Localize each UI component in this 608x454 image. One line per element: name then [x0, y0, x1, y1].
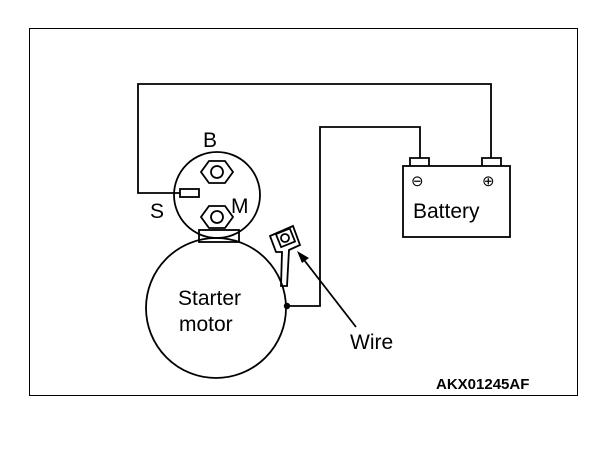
figure-code: AKX01245AF	[436, 376, 529, 393]
terminal-s-tab	[179, 188, 200, 198]
wire-pointer-arrowhead	[297, 251, 309, 263]
battery-positive-symbol: ⊕	[482, 173, 495, 190]
label-terminal-m: M	[231, 195, 249, 218]
starter-wire-junction	[283, 302, 291, 310]
solenoid-mount	[198, 229, 240, 243]
figure-frame	[29, 28, 578, 396]
battery-box	[402, 165, 511, 238]
wire-s-to-battery-positive	[137, 83, 492, 194]
wire-pointer-line	[300, 255, 357, 328]
battery-negative-post	[409, 157, 430, 166]
label-terminal-s: S	[150, 200, 164, 223]
label-starter-line2: motor	[179, 313, 233, 336]
battery-negative-symbol: ⊖	[411, 173, 424, 190]
label-wire: Wire	[350, 331, 393, 354]
battery-positive-post	[481, 157, 502, 166]
wire-starter-to-battery-negative	[287, 126, 421, 307]
label-terminal-b: B	[203, 129, 217, 152]
terminal-b-nut	[199, 160, 235, 184]
label-battery: Battery	[413, 200, 480, 223]
label-starter-line1: Starter	[178, 287, 241, 310]
wire-bracket	[268, 224, 302, 287]
terminal-m-nut	[199, 205, 235, 229]
